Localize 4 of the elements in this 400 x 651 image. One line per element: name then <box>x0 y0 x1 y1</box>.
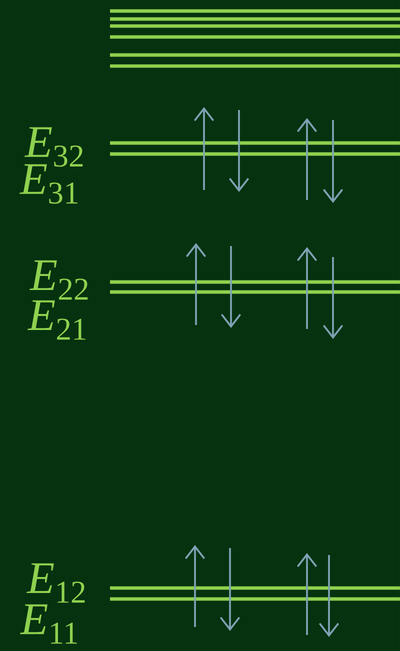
level-label: E$_{12}$ <box>26 563 85 603</box>
level-label: E$_{22}$ <box>29 260 88 300</box>
level-label: E$_{21}$ <box>27 300 86 340</box>
level-label: E$_{11}$ <box>20 604 77 644</box>
